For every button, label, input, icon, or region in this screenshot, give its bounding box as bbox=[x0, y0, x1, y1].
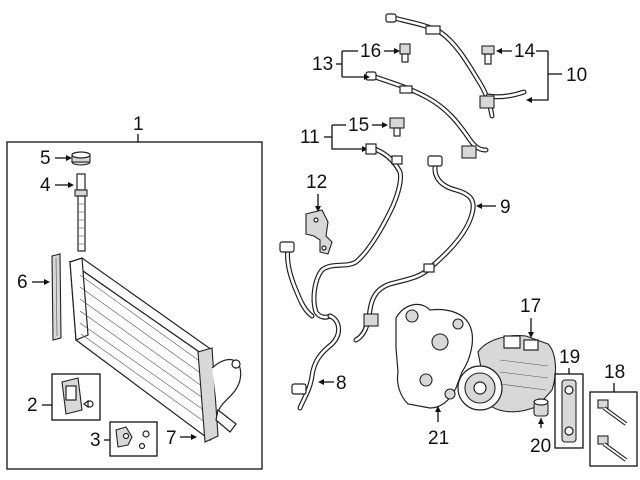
callout-1: 1 bbox=[133, 114, 144, 135]
callout-5: 5 bbox=[40, 148, 51, 169]
callout-6: 6 bbox=[17, 272, 28, 293]
callout-2: 2 bbox=[27, 395, 38, 416]
discharge-hose-11-group bbox=[311, 143, 403, 320]
condenser-core bbox=[68, 257, 242, 443]
callout-8: 8 bbox=[336, 373, 347, 394]
bolts-18-frame bbox=[589, 391, 638, 467]
drier-cap-part bbox=[71, 151, 91, 166]
liquid-line-13-group bbox=[365, 71, 489, 159]
callout-14: 14 bbox=[514, 41, 536, 62]
callout-4: 4 bbox=[40, 175, 51, 196]
callout-20: 20 bbox=[530, 436, 551, 457]
callout-10: 10 bbox=[566, 65, 587, 86]
bracket-part bbox=[61, 377, 94, 415]
plug-20-part bbox=[533, 398, 549, 417]
bracket-kit-frame bbox=[51, 373, 101, 421]
callout-11: 11 bbox=[300, 127, 320, 148]
callout-18: 18 bbox=[604, 362, 625, 383]
side-seal-part bbox=[51, 253, 62, 341]
callout-9: 9 bbox=[500, 197, 511, 218]
pressure-switch-16-part bbox=[399, 43, 411, 63]
pressure-hose-9-group bbox=[353, 155, 476, 343]
condenser-group-frame bbox=[6, 141, 263, 470]
callout-12: 12 bbox=[306, 172, 327, 193]
callout-21: 21 bbox=[428, 428, 449, 449]
suction-line-group bbox=[385, 13, 527, 119]
mounting-hardware-part bbox=[115, 426, 150, 450]
gasket-19-part bbox=[561, 379, 577, 443]
gasket-19-frame bbox=[554, 373, 584, 449]
bolt-18-part bbox=[597, 399, 628, 462]
mounting-kit-frame bbox=[109, 421, 158, 457]
callout-3: 3 bbox=[90, 430, 101, 451]
compressor-bracket-21-part bbox=[395, 303, 474, 409]
callout-19: 19 bbox=[559, 347, 580, 368]
callout-13: 13 bbox=[312, 54, 333, 75]
valve-cap-15-part bbox=[389, 117, 405, 137]
condenser-assembly-group: 1 5 4 6 bbox=[6, 114, 263, 470]
liquid-hose-8-group bbox=[279, 241, 341, 411]
ac-compressor-17-part bbox=[457, 335, 557, 413]
callout-7: 7 bbox=[166, 428, 177, 449]
valve-cap-14-part bbox=[481, 45, 495, 65]
receiver-drier-part bbox=[74, 173, 88, 252]
callout-15: 15 bbox=[348, 115, 369, 136]
callout-17: 17 bbox=[520, 296, 541, 317]
callout-16: 16 bbox=[360, 41, 381, 62]
hose-bracket-12-part bbox=[305, 209, 333, 255]
